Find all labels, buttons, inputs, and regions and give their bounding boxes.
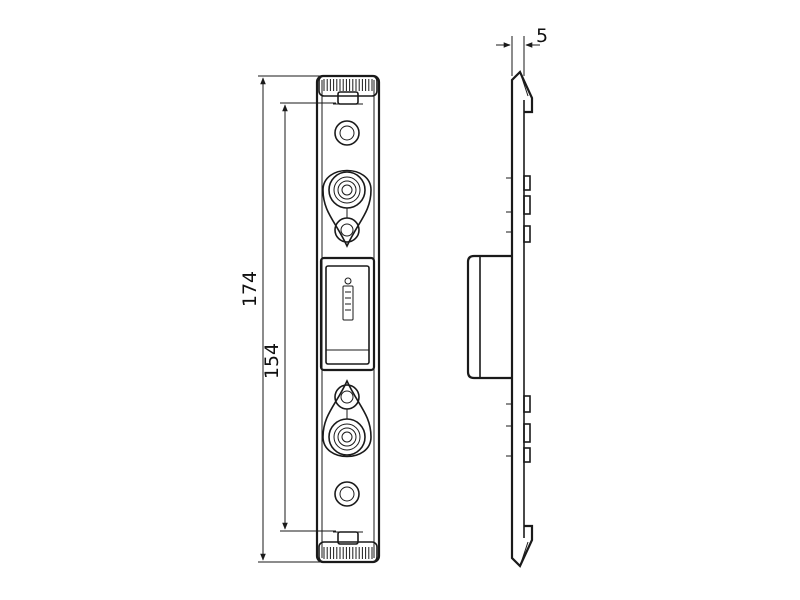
dimension-label-5: 5: [536, 25, 548, 47]
screw-hole-bottom: [334, 481, 360, 507]
keeper-slot: [319, 256, 376, 372]
front-view: [315, 74, 381, 564]
dimension-label-154: 154: [261, 343, 283, 379]
cam-seat-top: [322, 169, 372, 248]
cam-seat-bottom: [322, 379, 372, 458]
side-view: [466, 70, 534, 568]
dimension-154: 154: [261, 102, 336, 532]
dimension-174: 174: [239, 75, 320, 563]
dimension-5: 5: [496, 25, 548, 76]
top-end-cap: [318, 75, 378, 105]
screw-hole-top: [334, 120, 360, 146]
bottom-end-cap: [318, 531, 378, 563]
dimension-label-174: 174: [239, 271, 261, 307]
